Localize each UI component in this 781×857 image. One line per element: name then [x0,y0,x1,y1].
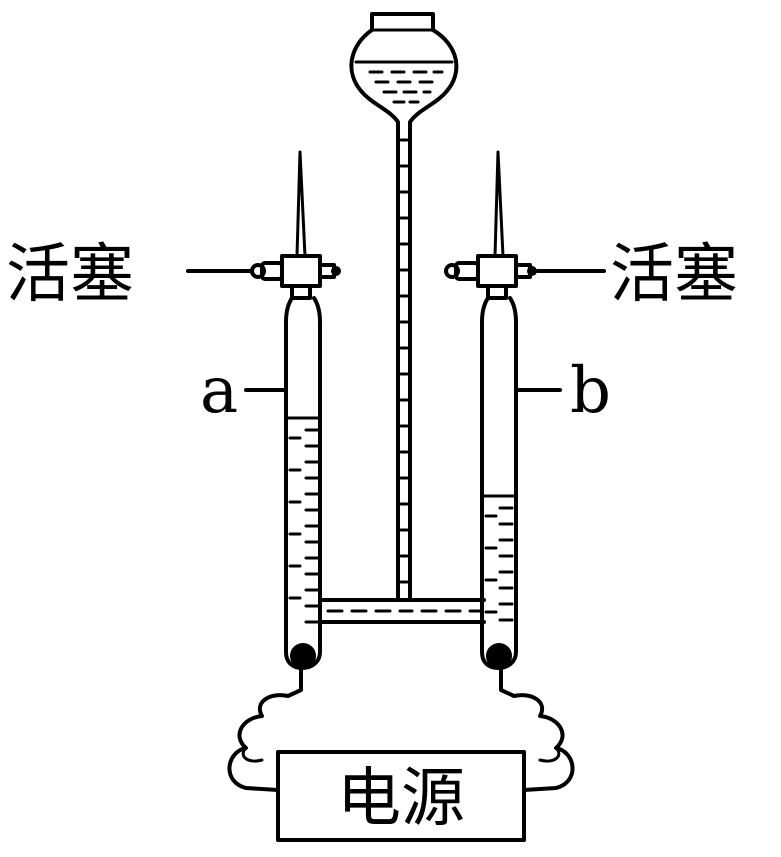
electrode-left-icon [290,643,316,669]
reservoir-liquid-dashes [368,70,444,104]
wire-right [499,665,575,792]
electrode-right-icon [486,643,512,669]
tube-b [476,150,518,670]
wire-left-hook [241,746,264,763]
label-tube-b: b [570,354,611,428]
label-power-supply: 电源 [337,762,465,836]
wire-right-hook [538,746,561,763]
label-stopcock-left: 活塞 [6,238,134,312]
stopcock-left [250,261,341,281]
power-supply-box [276,750,526,842]
tube-a-scale-marks [288,428,320,624]
tube-b-scale-marks [484,506,514,622]
wire-left [227,665,303,792]
label-tube-a: a [200,354,238,428]
connecting-tube [318,598,486,624]
stopcock-right [444,261,537,281]
label-stopcock-right: 活塞 [610,238,738,312]
stem-liquid-dashes [399,138,409,584]
